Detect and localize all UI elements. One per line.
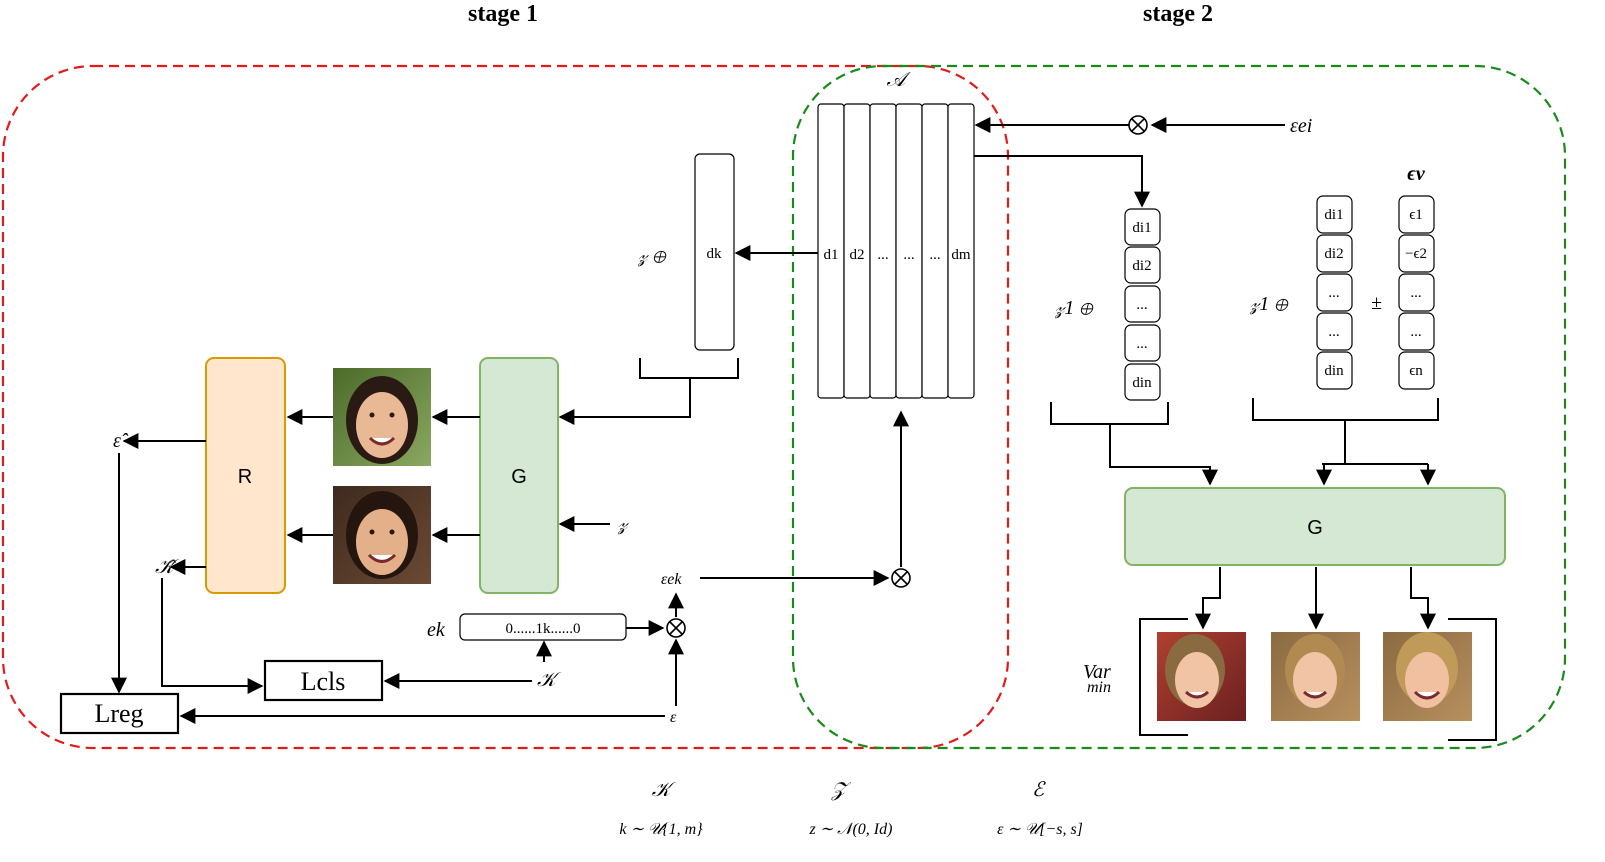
direction-cell (1124, 324, 1161, 362)
arrow (1195, 567, 1221, 630)
direction-cell-label: di2 (1324, 246, 1343, 262)
regressor-label: R (238, 466, 252, 488)
legend-distribution: z ∼ 𝒩(0, Id) (809, 821, 893, 838)
legend-distribution: ε ∼ 𝒰[−s, s] (997, 821, 1083, 838)
legend-distribution: k ∼ 𝒰{1, m} (619, 821, 703, 838)
stage2-d-column: di1 di2 ... ... din (1316, 195, 1353, 390)
face-image (333, 486, 431, 584)
perturbation-cell-label: −ϵ2 (1405, 246, 1427, 262)
face-image (333, 368, 431, 466)
face-image (1383, 632, 1472, 721)
epsilon-input-label: ε (670, 709, 677, 726)
direction-cell (1316, 273, 1353, 312)
stage2-border (791, 64, 1567, 750)
generator-label: G (1307, 517, 1323, 539)
direction-matrix: d1 d2 ... ... ... dm (817, 103, 975, 399)
stage2-left-z: 𝓏1 ⊕ (1054, 297, 1094, 319)
direction-cell (1124, 285, 1161, 323)
z-oplus-left: 𝓏 ⊕ (637, 245, 667, 267)
matrix-label: 𝒜 (887, 69, 912, 91)
perturbation-cell-label: ϵn (1409, 363, 1423, 379)
arrow (1109, 424, 1218, 486)
otimes-icon (891, 568, 911, 588)
epsilon-v-label: ϵv (1407, 163, 1426, 185)
direction-cell-label: din (1324, 363, 1344, 379)
face-image (1271, 632, 1360, 721)
bracket (1448, 618, 1497, 741)
perturbation-cell (1398, 234, 1435, 273)
generator-label: G (511, 466, 527, 488)
direction-cell (1124, 208, 1161, 246)
loss-reg-label: Lreg (94, 699, 143, 728)
direction-cell-label: ... (1328, 285, 1339, 301)
arrow (974, 155, 1150, 208)
regressor-block (205, 357, 286, 594)
arrow (558, 378, 691, 425)
bracket (1252, 398, 1439, 421)
loss-cls-label: Lcls (301, 667, 346, 696)
otimes-icon (1128, 115, 1148, 135)
perturbation-cell (1398, 273, 1435, 312)
otimes-icon (666, 618, 686, 638)
matrix-column-label: d1 (824, 247, 839, 263)
direction-cell-label: din (1132, 375, 1152, 391)
stage2-left-column: di1 di2 ... ... din (1124, 208, 1161, 401)
arrow (161, 578, 264, 694)
ek-label: ek (427, 619, 446, 641)
matrix-column-label: ... (929, 247, 940, 263)
stage1-title: stage 1 (468, 1, 538, 27)
plus-minus-label: ± (1371, 292, 1382, 314)
ek-vector-text: 0......1k......0 (506, 621, 581, 637)
direction-cell (1124, 246, 1161, 284)
direction-cell (1316, 234, 1353, 273)
matrix-column-label: dm (951, 247, 971, 263)
stage2-right-z: 𝓏1 ⊕ (1249, 293, 1289, 315)
top-input-label: εei (1290, 115, 1312, 137)
face-image (1157, 632, 1246, 721)
dk-box (694, 153, 735, 351)
direction-cell-label: ... (1136, 336, 1147, 352)
matrix-column-label: ... (903, 247, 914, 263)
perturbation-cell (1398, 312, 1435, 351)
direction-cell (1316, 195, 1353, 234)
perturbation-cell (1398, 195, 1435, 234)
perturbation-cell-label: ϵ1 (1409, 207, 1423, 223)
direction-cell-label: ... (1328, 324, 1339, 340)
direction-cell (1316, 351, 1353, 390)
bracket (1050, 402, 1169, 425)
var-label: Var (1083, 661, 1111, 683)
legend-symbol: 𝒵 (830, 779, 851, 801)
kappa-input-label: 𝒦 (537, 669, 562, 691)
generator-block-stage1 (479, 357, 559, 594)
direction-cell-label: ... (1136, 297, 1147, 313)
loss-cls-box (263, 659, 384, 702)
matrix-column (947, 103, 975, 399)
direction-cell-label: di1 (1324, 207, 1343, 223)
arrow (1410, 567, 1436, 630)
stage2-v-column: ϵ1 −ϵ2 ... ... ϵn (1398, 195, 1435, 390)
legend-symbol: ℰ (1032, 779, 1046, 801)
min-label: min (1087, 679, 1111, 696)
legend-symbol: 𝒦 (652, 779, 677, 801)
dk-label: dk (707, 246, 723, 262)
direction-cell-label: di1 (1132, 220, 1151, 236)
bracket (639, 358, 739, 379)
stage2-title: stage 2 (1143, 1, 1213, 27)
perturbation-cell-label: ... (1410, 324, 1421, 340)
perturbation-cell (1398, 351, 1435, 390)
loss-reg-box (59, 692, 180, 735)
matrix-column-label: ... (877, 247, 888, 263)
perturbation-cell-label: ... (1410, 285, 1421, 301)
direction-cell (1124, 363, 1161, 401)
stage1-border (1, 64, 1010, 750)
bracket (1139, 618, 1188, 736)
direction-cell-label: di2 (1132, 258, 1151, 274)
z-into-generator: 𝓏 (617, 513, 629, 535)
direction-cell (1316, 312, 1353, 351)
matrix-column-label: d2 (850, 247, 865, 263)
eps-ek-label: εek (661, 571, 682, 588)
generator-block-stage2 (1124, 487, 1506, 566)
